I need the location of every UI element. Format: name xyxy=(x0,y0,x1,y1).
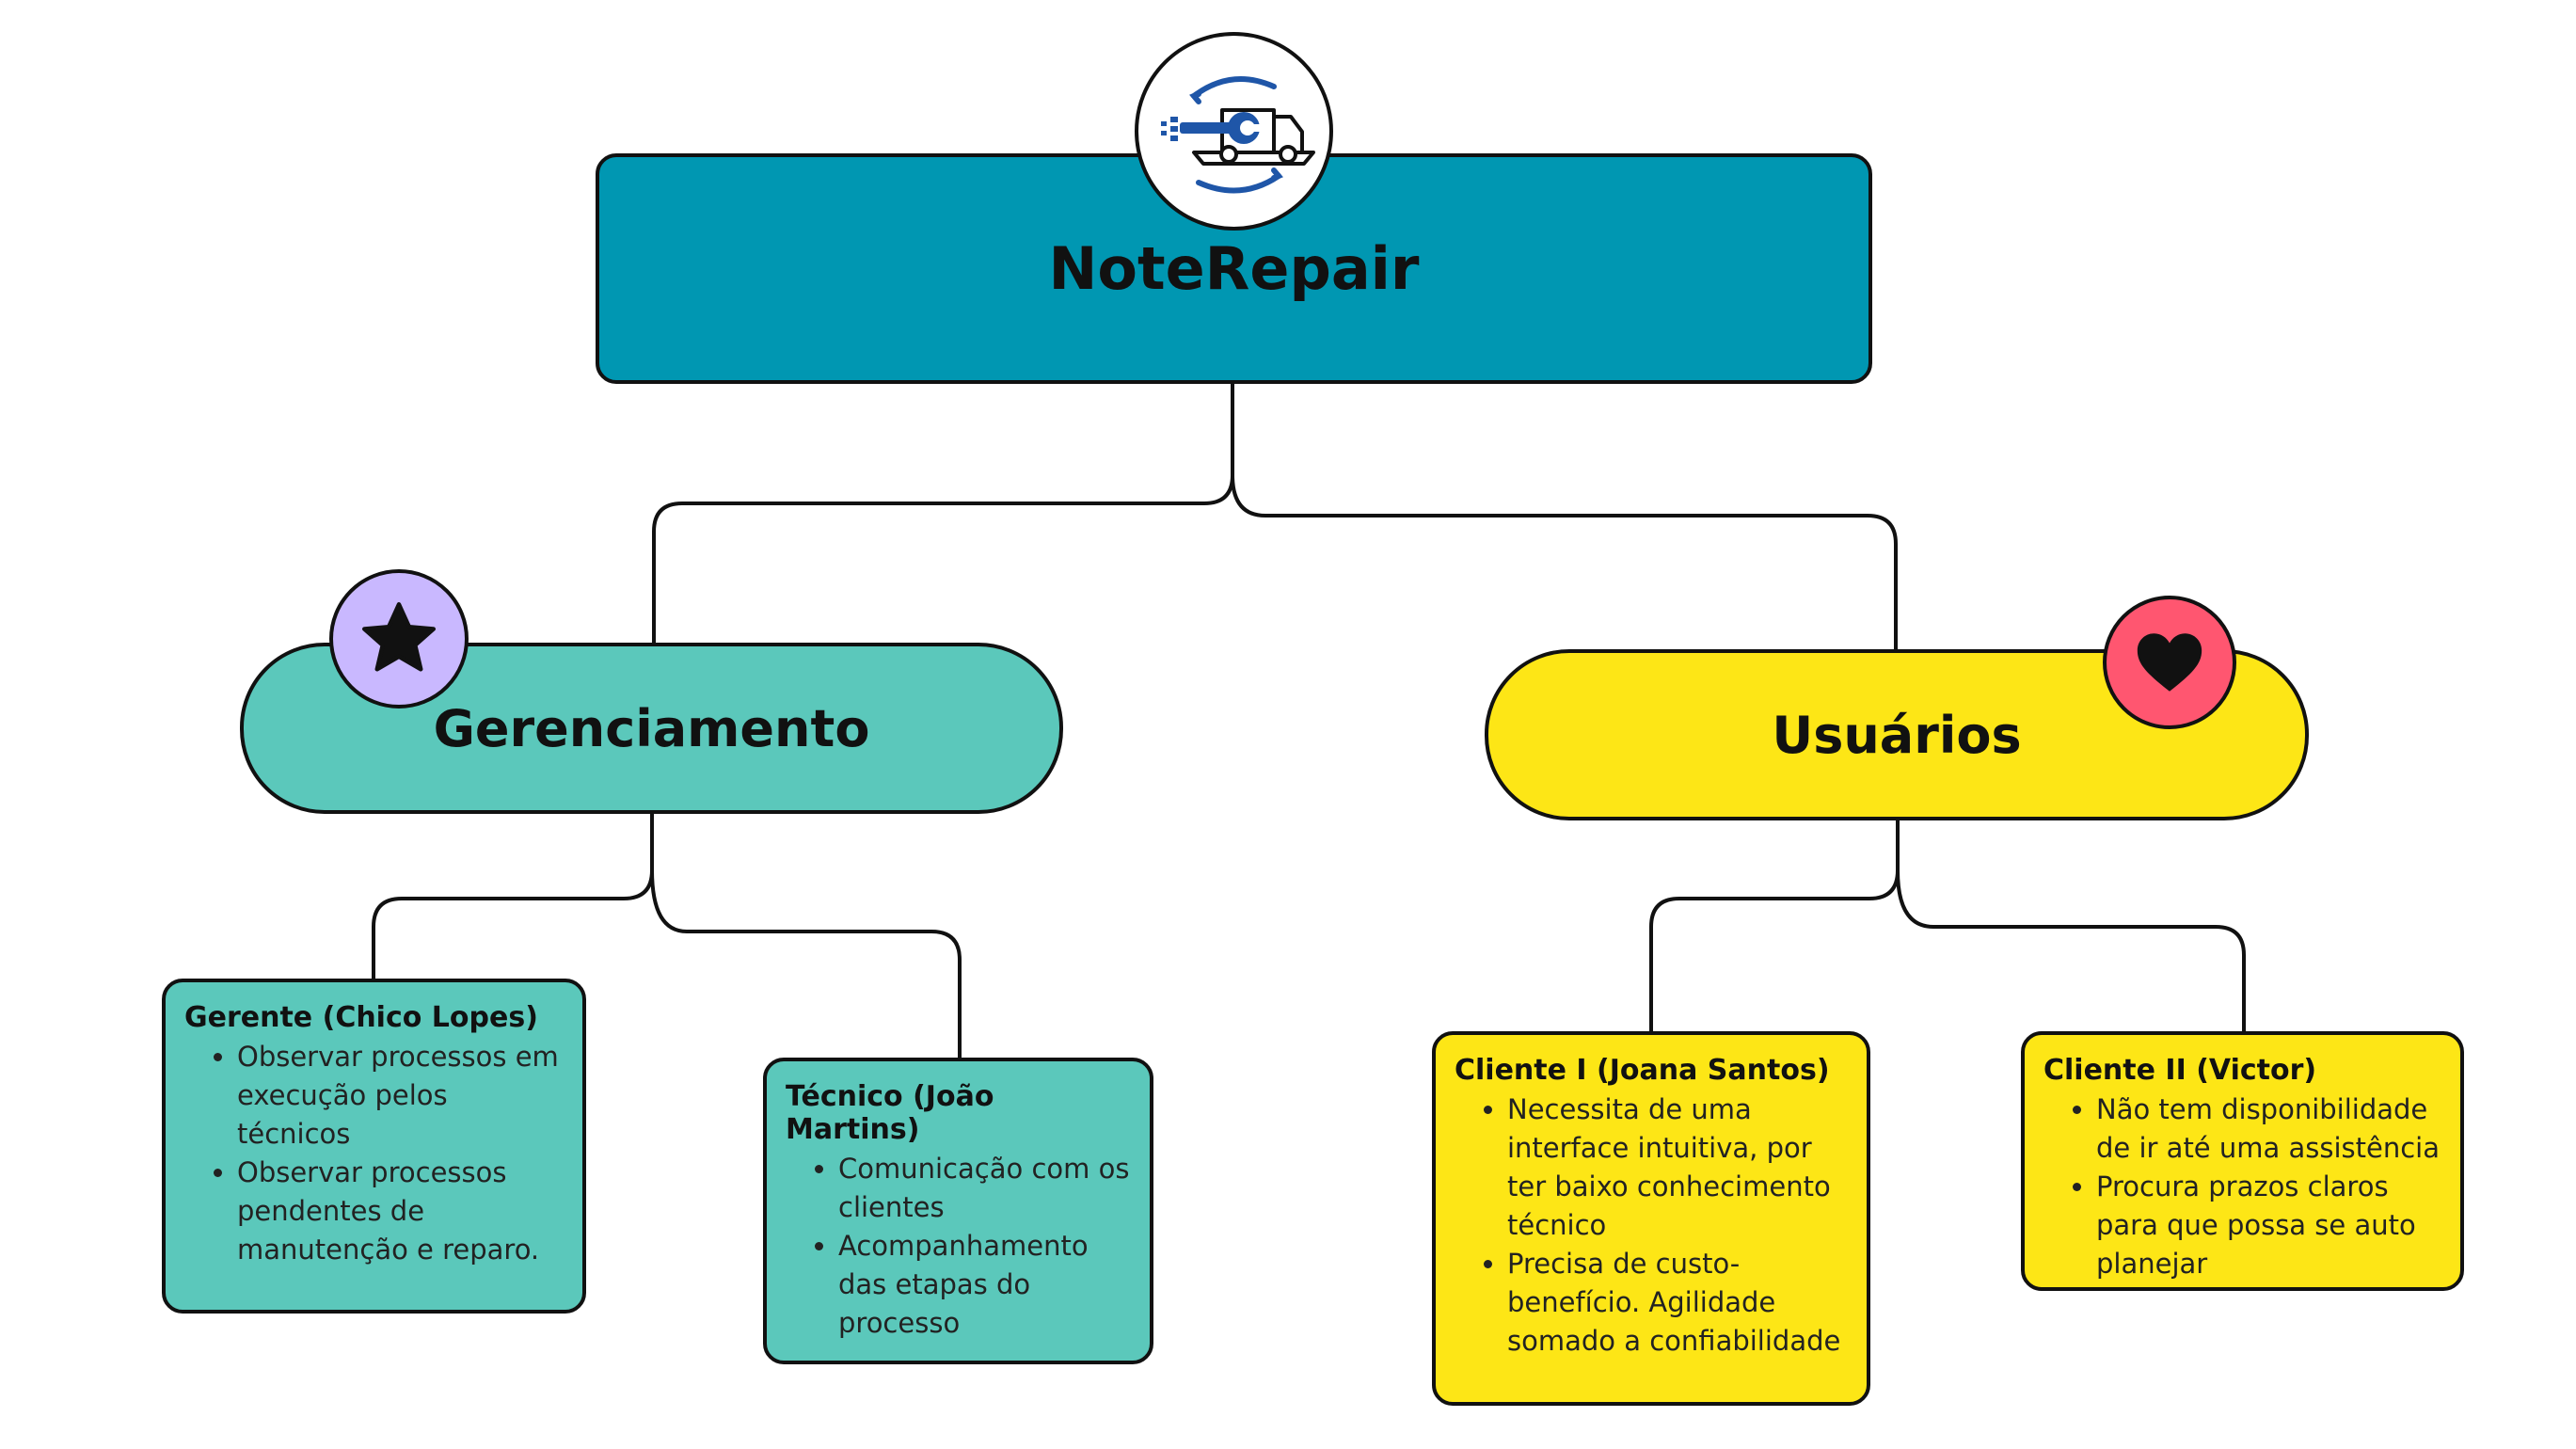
star-badge xyxy=(329,569,469,709)
list-item: Não tem disponibilidade de ir até uma as… xyxy=(2096,1091,2441,1168)
list-item: Observar processos em execução pelos téc… xyxy=(237,1038,564,1154)
connector-gerenciamento-tecnico xyxy=(650,869,962,1060)
card-title: Técnico (João Martins) xyxy=(786,1080,994,1146)
connector-root-left xyxy=(652,381,1234,645)
root-node: NoteRepair xyxy=(596,153,1872,384)
branch-title: Usuários xyxy=(1772,705,2022,765)
card-list: Observar processos em execução pelos téc… xyxy=(184,1038,564,1269)
card-gerente: Gerente (Chico Lopes) Observar processos… xyxy=(162,979,586,1314)
card-list: Não tem disponibilidade de ir até uma as… xyxy=(2043,1091,2441,1283)
heart-icon xyxy=(2137,633,2202,692)
connector-gerenciamento-gerente xyxy=(372,812,654,983)
list-item: Acompanhamento das etapas do processo xyxy=(838,1227,1131,1343)
card-title: Gerente (Chico Lopes) xyxy=(184,1001,538,1034)
card-cliente-2: Cliente II (Victor) Não tem disponibilid… xyxy=(2021,1031,2464,1291)
list-item: Precisa de custo-benefício. Agilidade so… xyxy=(1507,1245,1848,1361)
laptop-repair-truck-icon xyxy=(1160,75,1315,193)
star-icon xyxy=(362,602,436,672)
card-list: Necessita de uma interface intuitiva, po… xyxy=(1455,1091,1848,1361)
card-title: Cliente I (Joana Santos) xyxy=(1455,1054,1830,1087)
connector-usuarios-cliente2 xyxy=(1896,869,2246,1035)
card-list: Comunicação com os clientes Acompanhamen… xyxy=(786,1150,1131,1343)
heart-badge xyxy=(2103,596,2236,729)
list-item: Comunicação com os clientes xyxy=(838,1150,1131,1227)
list-item: Procura prazos claros para que possa se … xyxy=(2096,1168,2441,1283)
list-item: Necessita de uma interface intuitiva, po… xyxy=(1507,1091,1848,1245)
branch-title: Gerenciamento xyxy=(433,698,870,758)
list-item: Observar processos pendentes de manutenç… xyxy=(237,1154,564,1269)
card-cliente-1: Cliente I (Joana Santos) Necessita de um… xyxy=(1432,1031,1870,1406)
root-title: NoteRepair xyxy=(1048,234,1420,303)
connector-usuarios-cliente1 xyxy=(1649,819,1900,1035)
card-tecnico: Técnico (João Martins) Comunicação com o… xyxy=(763,1058,1153,1364)
connector-root-right xyxy=(1231,474,1898,651)
card-title: Cliente II (Victor) xyxy=(2043,1054,2317,1087)
logo-badge xyxy=(1135,32,1333,231)
